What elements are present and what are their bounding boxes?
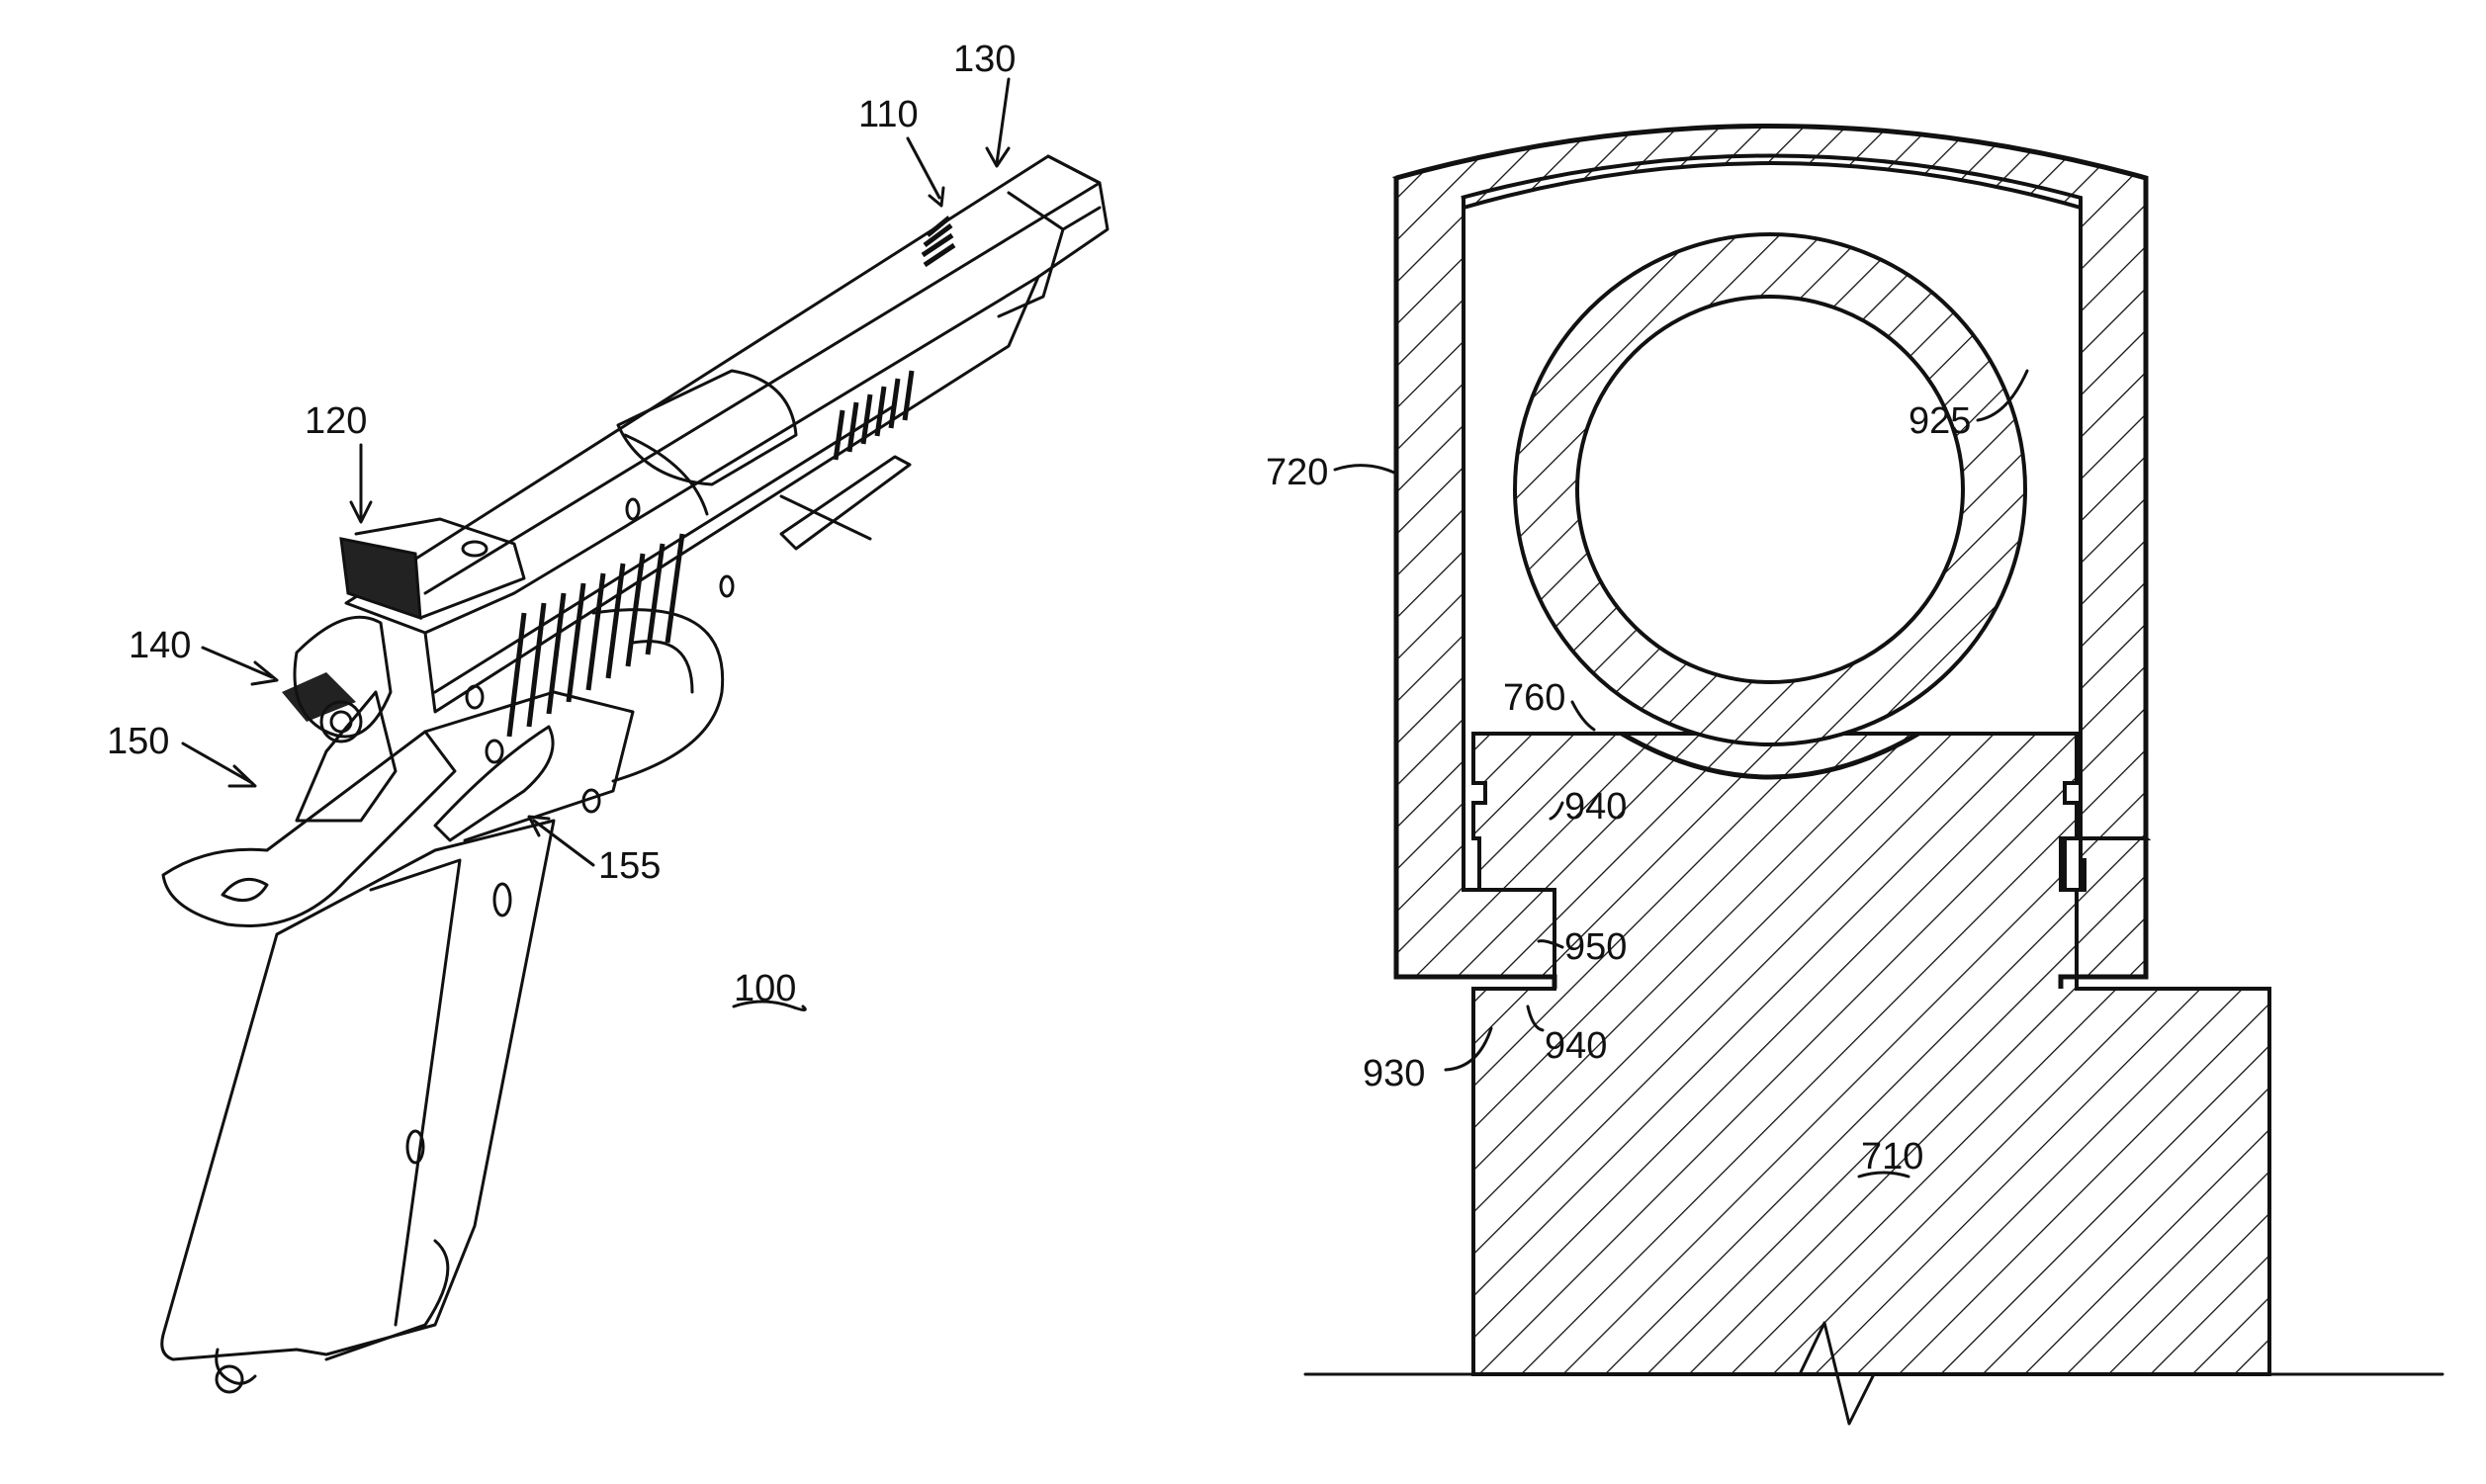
ref-155-label: 155	[598, 845, 661, 887]
front-sight	[923, 218, 954, 265]
rear-sight	[341, 519, 524, 618]
ref-710-label: 710	[1861, 1136, 1923, 1178]
rear-serrations	[509, 534, 682, 737]
ref-930-label: 930	[1363, 1053, 1425, 1094]
ref-720-label: 720	[1266, 452, 1328, 493]
cross-section	[1305, 127, 2442, 1425]
ref-140-label: 140	[129, 625, 191, 666]
ref-100-label: 100	[734, 968, 796, 1009]
tube-bore	[1577, 297, 1963, 682]
ref-120-label: 120	[305, 400, 367, 442]
ref-760-label: 760	[1503, 677, 1565, 719]
pistol-drawing	[162, 156, 1108, 1392]
ref-940-upper-label: 940	[1564, 786, 1627, 828]
slide-top	[346, 156, 1108, 633]
ref-925-label: 925	[1909, 400, 1971, 442]
ref-130-label: 130	[953, 39, 1016, 80]
hammer	[282, 617, 391, 742]
ref-110-label: 110	[858, 94, 919, 135]
ref-940-lower-label: 940	[1545, 1025, 1607, 1067]
ref-950-label: 950	[1564, 926, 1627, 968]
ref-150-label: 150	[107, 721, 169, 762]
ejection-port	[618, 371, 796, 484]
beavertail	[163, 732, 455, 926]
